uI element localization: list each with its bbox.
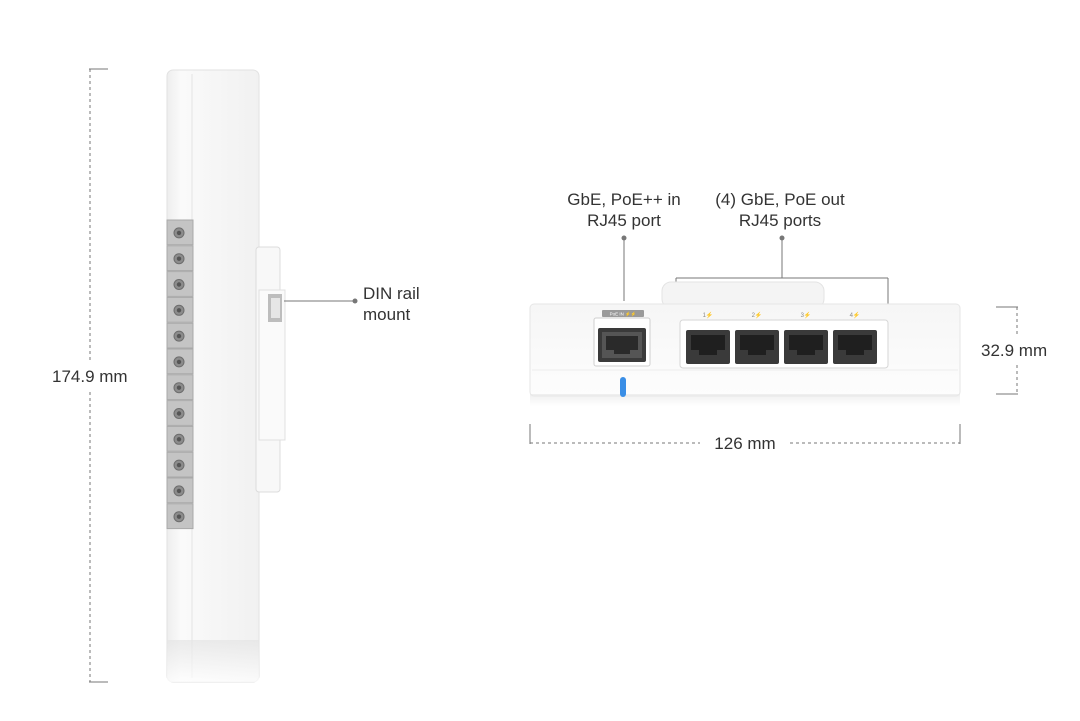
terminal-screw-center — [176, 308, 182, 313]
port-number-label: 2⚡ — [752, 311, 763, 319]
terminal-block — [166, 219, 194, 530]
rj45-port-cavity — [691, 335, 725, 355]
terminal-screw-center — [176, 282, 182, 287]
terminal-screw-center — [176, 514, 182, 519]
poe-in-label-line1: GbE, PoE++ in — [567, 190, 681, 209]
rj45-port-cavity — [740, 335, 774, 355]
height-dimension-line — [89, 68, 108, 683]
din-rail-label: DIN rail mount — [363, 283, 420, 325]
terminal-screw-center — [176, 333, 182, 339]
poe-out-label-line1: (4) GbE, PoE out — [715, 190, 845, 209]
terminal-slot — [166, 374, 194, 401]
poe-out-ports: 1⚡ 2⚡ 3⚡ 4⚡ — [686, 311, 877, 364]
terminal-screw-center — [176, 437, 182, 442]
port-number-label: 3⚡ — [801, 311, 812, 319]
poe-out-label: (4) GbE, PoE out RJ45 ports — [700, 189, 860, 231]
poe-out-label-line2: RJ45 ports — [738, 211, 822, 230]
height-label: 174.9 mm — [52, 367, 128, 386]
terminal-screw-center — [176, 256, 182, 261]
terminal-screw-center — [176, 411, 182, 416]
din-rail-label-line2: mount — [363, 305, 411, 324]
din-rail-callout-dot — [352, 298, 358, 304]
bottom-view: PoE IN ⚡⚡ 1⚡ 2⚡ 3⚡ 4⚡ — [529, 235, 1018, 444]
terminal-screw-center — [176, 230, 182, 236]
depth-dimension-line — [996, 306, 1018, 395]
depth-label: 32.9 mm — [981, 341, 1048, 360]
rj45-port-cavity — [838, 335, 872, 355]
poe-in-badge: PoE IN ⚡⚡ — [610, 311, 637, 318]
status-led — [620, 377, 626, 397]
side-view — [89, 68, 358, 683]
width-dimension-line — [529, 424, 961, 444]
terminal-screw-center — [176, 359, 182, 365]
din-rail-clip — [255, 246, 286, 493]
terminal-screw-center — [176, 488, 182, 494]
poe-in-label-line2: RJ45 port — [587, 211, 661, 230]
poe-in-port: PoE IN ⚡⚡ — [593, 310, 651, 367]
rj45-port-cavity — [789, 335, 823, 355]
poe-in-label: GbE, PoE++ in RJ45 port — [554, 189, 694, 231]
terminal-screw-center — [176, 462, 182, 468]
din-rail-label-line1: DIN rail — [363, 284, 420, 303]
port-number-label: 1⚡ — [703, 311, 714, 319]
port-number-label: 4⚡ — [850, 311, 861, 319]
width-label: 126 mm — [714, 434, 776, 453]
terminal-screw-center — [176, 385, 182, 390]
